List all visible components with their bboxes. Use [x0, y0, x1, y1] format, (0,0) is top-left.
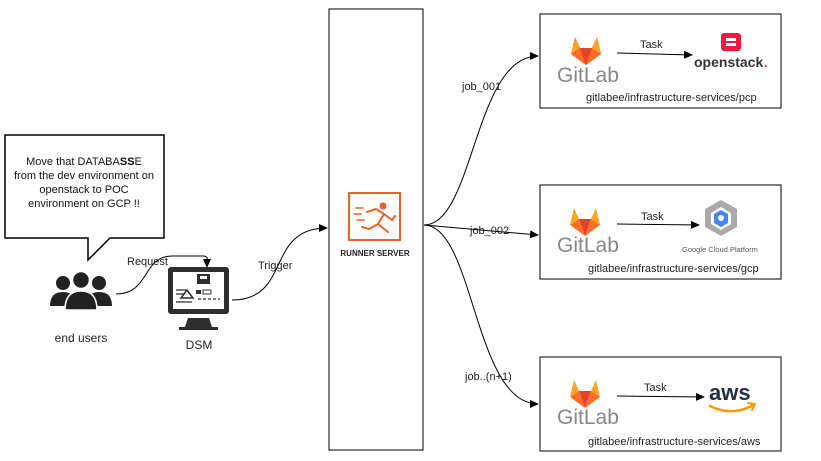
repo-path: gitlabee/infrastructure-services/aws: [588, 436, 761, 448]
trigger-label: Trigger: [258, 260, 293, 272]
request-edge: [115, 255, 212, 295]
target-gcp: GitLab Task Google Cloud Platform gitlab…: [539, 184, 782, 280]
task-label: Task: [640, 39, 663, 51]
gitlab-logo-icon: [571, 37, 601, 65]
bubble-line-4: environment on GCP !!: [28, 198, 140, 210]
speech-bubble: Move that DATABASSE from the dev environ…: [4, 134, 165, 262]
dsm-monitor-icon: [168, 267, 229, 330]
repo-path: gitlabee/infrastructure-services/gcp: [588, 263, 759, 275]
openstack-dot: .: [764, 56, 767, 70]
gcp-wordmark: Google Cloud Platform: [682, 245, 758, 254]
users-icon: [50, 270, 112, 311]
task-arrow: [616, 220, 700, 229]
runner-server-label: RUNNER SERVER: [340, 249, 409, 258]
openstack-wordmark: openstack: [694, 54, 763, 70]
bubble-text-run: Move that DATABA: [26, 156, 120, 168]
end-users-label: end users: [55, 331, 108, 345]
aws-wordmark: aws: [709, 380, 751, 405]
runner-icon: [348, 192, 401, 241]
request-label: Request: [127, 256, 168, 268]
repo-path: gitlabee/infrastructure-services/pcp: [586, 92, 757, 104]
job-001-edge: [423, 52, 539, 226]
bubble-text-run: openstack to POC: [39, 184, 128, 196]
dsm-label: DSM: [186, 338, 213, 352]
task-arrow: [616, 50, 693, 59]
bubble-text-run: from the dev environment on: [14, 170, 154, 182]
job-001-label: job_001: [461, 81, 501, 93]
bubble-text-run: E: [135, 156, 142, 168]
gitlab-logo-icon: [570, 208, 600, 236]
gcp-logo-icon: [705, 200, 737, 236]
bubble-line-1: Move that DATABASSE: [26, 156, 142, 168]
task-arrow: [616, 392, 705, 401]
task-label: Task: [641, 211, 664, 223]
gitlab-logo-icon: [570, 380, 600, 408]
openstack-logo-icon: [721, 33, 741, 51]
aws-smile-icon: [708, 403, 755, 413]
bubble-line-2: from the dev environment on: [14, 170, 154, 182]
bubble-line-3: openstack to POC: [39, 184, 128, 196]
runner-server-box: [328, 8, 424, 451]
bubble-text-run: SS: [120, 156, 135, 168]
job-n-edge: [423, 224, 539, 408]
gitlab-wordmark: GitLab: [557, 406, 619, 429]
bubble-text-run: environment on GCP !!: [28, 198, 140, 210]
gitlab-wordmark: GitLab: [557, 234, 619, 257]
target-aws: GitLab Task aws gitlabee/infrastructure-…: [539, 356, 782, 452]
gitlab-wordmark: GitLab: [557, 64, 619, 87]
task-label: Task: [644, 382, 667, 394]
target-openstack: GitLab Task openstack . gitlabee/infrast…: [539, 13, 782, 109]
job-n-label: job..(n+1): [464, 371, 512, 383]
job-002-label: job_002: [469, 225, 509, 237]
trigger-edge: [231, 224, 328, 301]
job-002-edge: [423, 224, 539, 239]
aws-arrow-icon: [747, 402, 757, 411]
